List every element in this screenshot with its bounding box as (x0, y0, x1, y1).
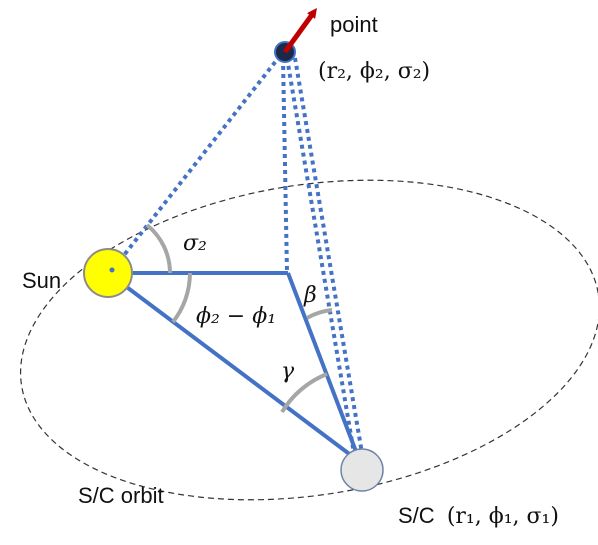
orbit-label: S/C orbit (78, 483, 164, 508)
sigma2-angle-arc (145, 223, 172, 274)
sc-label: S/C (r₁, ϕ₁, σ₁) (398, 503, 559, 529)
spacecraft-circle (340, 448, 384, 492)
sun-circle (83, 248, 133, 298)
sc-label-prefix: S/C (398, 503, 435, 528)
sun-center-dot (109, 267, 115, 273)
sc-coordinates-label: (r₁, ϕ₁, σ₁) (447, 504, 559, 529)
point-projection-dotted-line (281, 57, 289, 274)
sun-label: Sun (22, 268, 61, 293)
sigma2-angle-label: σ₂ (183, 231, 207, 256)
beta-angle-arc (306, 308, 333, 320)
projection-to-sc-line (286, 272, 362, 463)
gamma-angle-label: γ (281, 359, 295, 384)
sc-to-point-dotted-line-b (293, 57, 366, 466)
sc-to-point-dotted-line-a (285, 57, 358, 466)
phi-diff-angle-label: ϕ₂ − ϕ₁ (196, 304, 276, 329)
sun-to-point-dotted-line (108, 50, 285, 275)
gamma-angle-arc (280, 372, 328, 414)
sc-orbit-ellipse (19, 179, 598, 501)
beta-angle-label: β (303, 283, 317, 308)
point-direction-arrow (282, 7, 317, 54)
phi-diff-angle-arc (171, 272, 192, 324)
point-label: point (330, 12, 378, 37)
sun-to-sc-line (106, 271, 362, 464)
point-coordinates-label: (r₂, ϕ₂, σ₂) (318, 59, 430, 84)
